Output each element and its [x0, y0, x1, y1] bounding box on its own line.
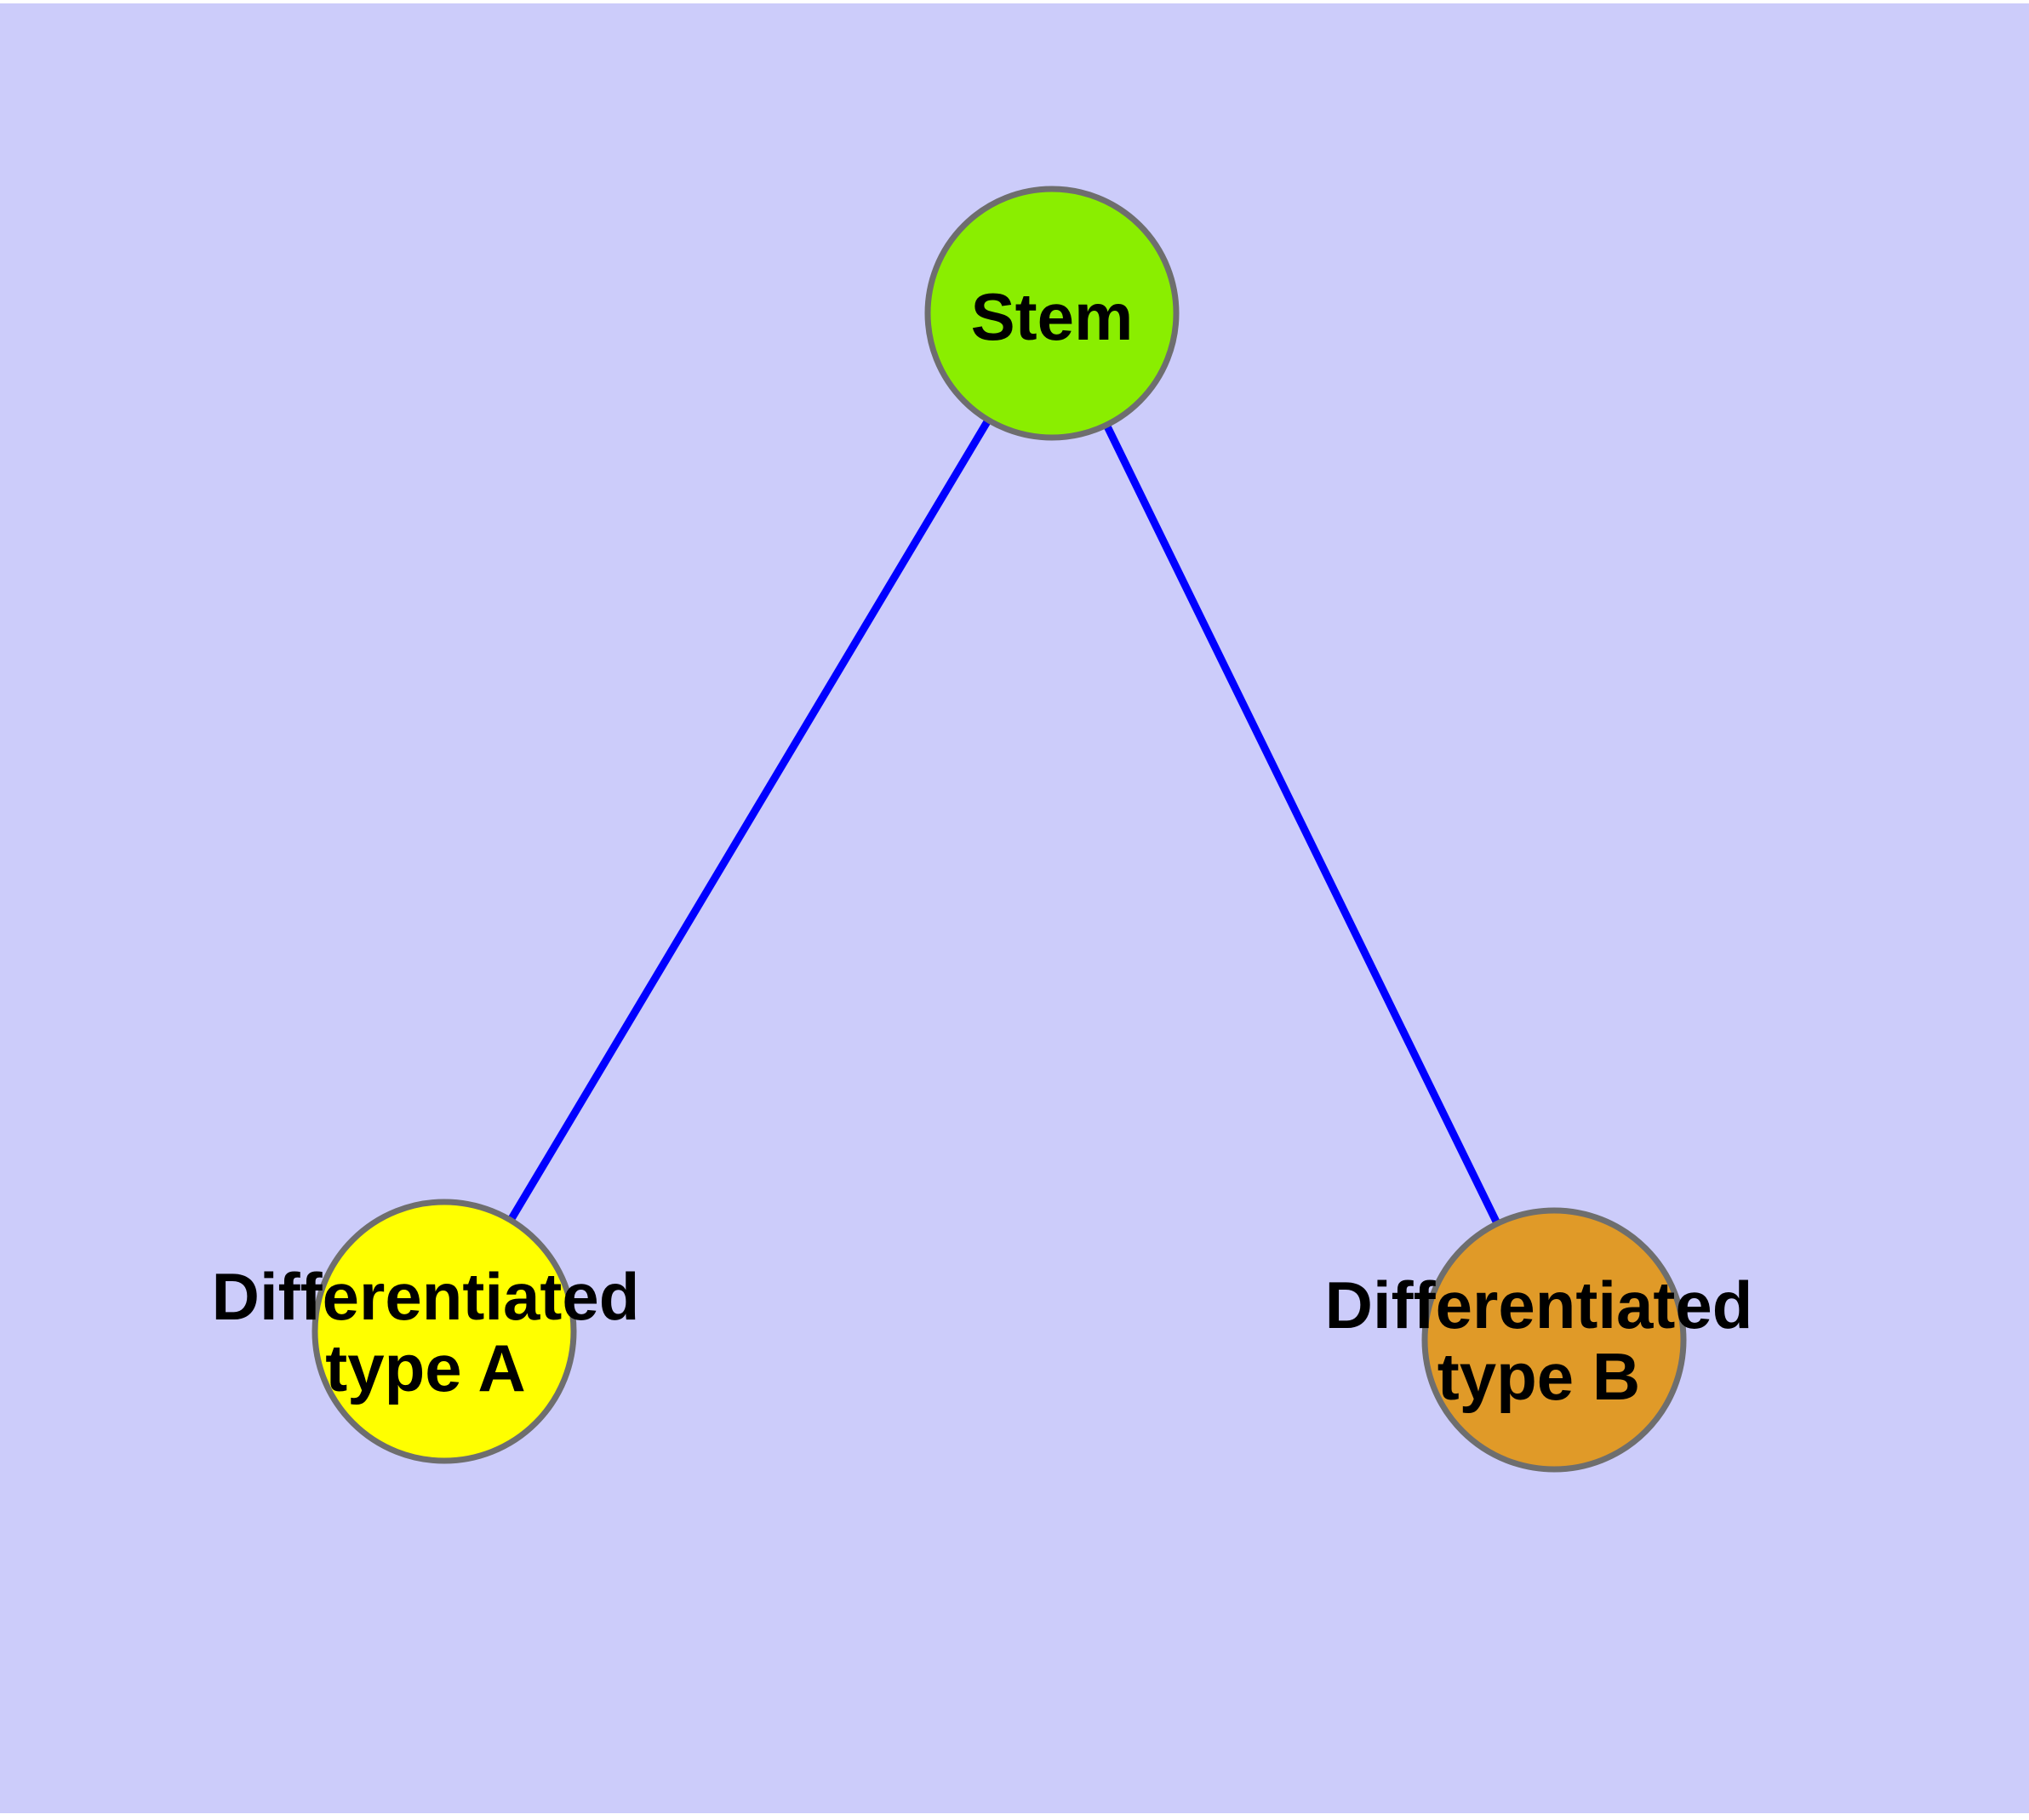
edge-stem-to-diff-a — [506, 415, 994, 1226]
node-circle-diff-a[interactable] — [311, 1199, 577, 1464]
edge-stem-to-diff-b — [1101, 420, 1503, 1229]
nodes-layer — [311, 186, 1687, 1473]
node-circle-diff-b[interactable] — [1421, 1207, 1687, 1473]
edges-layer — [506, 415, 1503, 1229]
node-circle-stem[interactable] — [924, 186, 1180, 441]
